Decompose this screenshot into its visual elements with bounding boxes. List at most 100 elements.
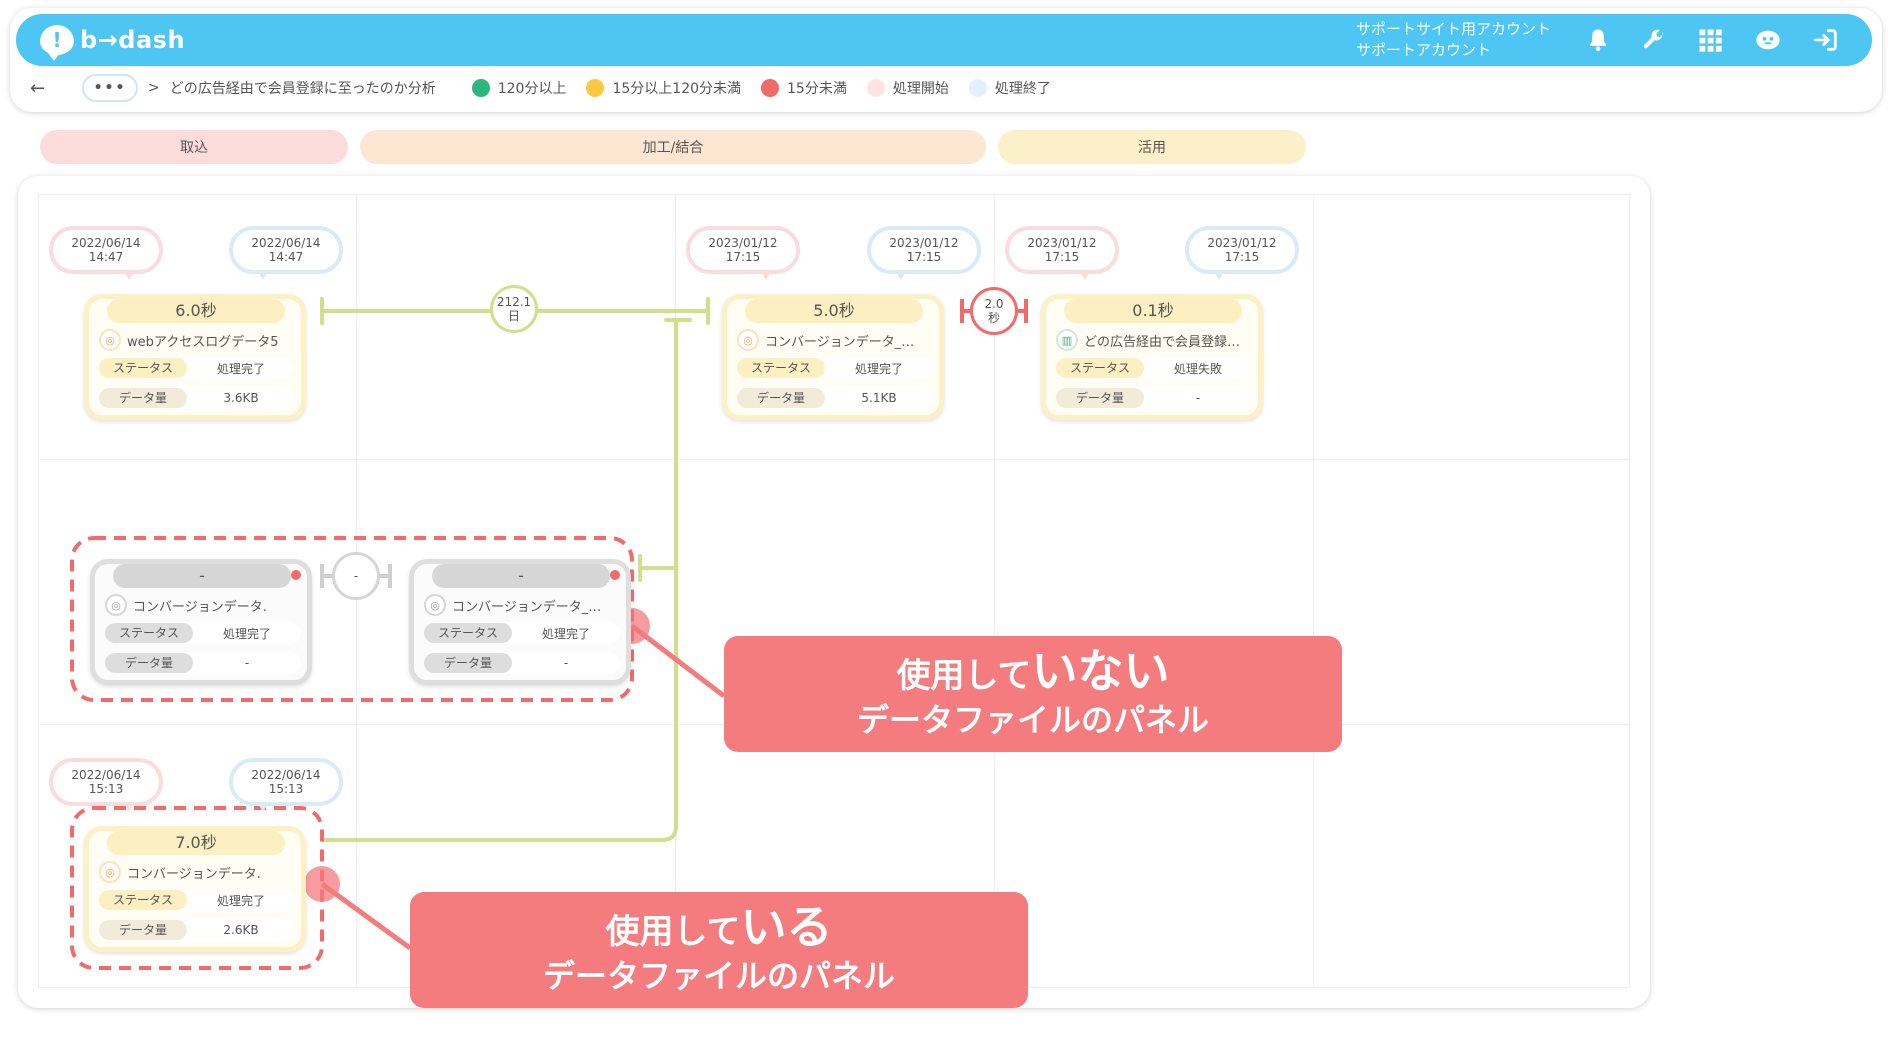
data-file-icon: ◎ (424, 594, 446, 616)
connector-unit: 日 (507, 309, 520, 323)
breadcrumb: ← ••• > どの広告経由で会員登録に至ったのか分析 120分以上 15分以上… (30, 72, 1065, 104)
legend-item: 15分以上120分未満 (586, 78, 741, 98)
status-value: 処理完了 (854, 361, 903, 376)
legend-dot-icon (866, 79, 885, 97)
bell-icon[interactable] (1582, 24, 1614, 56)
callout-text: 使用して (896, 656, 1032, 696)
time-text: 14:47 (88, 250, 124, 264)
size-row: データ量- (1056, 387, 1252, 409)
data-file-icon: ◎ (99, 861, 121, 883)
date-text: 2022/06/14 (251, 768, 321, 782)
size-value: 5.1KB (861, 391, 897, 405)
phase-import: 取込 (40, 130, 348, 164)
legend-dot-icon (761, 79, 780, 97)
breadcrumb-separator: > (148, 80, 160, 96)
size-label: データ量 (99, 388, 187, 408)
callout-emphasis: いる (740, 900, 833, 954)
chat-bot-icon[interactable] (1752, 24, 1784, 56)
size-value: - (244, 656, 250, 670)
account-info[interactable]: サポートサイト用アカウント サポートアカウント (1356, 19, 1551, 61)
logo-text: b→dash (80, 26, 186, 54)
data-file-panel[interactable]: 0.1秒 ▥どの広告経由で会員登録… ステータス処理失敗 データ量- (1041, 294, 1263, 420)
back-arrow-icon[interactable]: ← (30, 77, 46, 99)
callout-emphasis: いない (1031, 644, 1170, 698)
panel-name: ◎ コンバージョンデータ_… (424, 594, 620, 616)
legend-item: 120分以上 (471, 78, 567, 98)
time-text: 15:13 (88, 782, 124, 796)
status-label: ステータス (1056, 358, 1144, 378)
unused-data-file-panel[interactable]: - ◎コンバージョンデータ_… ステータス処理完了 データ量- (409, 559, 631, 685)
legend-dot-icon (968, 79, 987, 97)
date-text: 2022/06/14 (71, 236, 141, 250)
file-name: コンバージョンデータ_… (452, 599, 602, 615)
panel-name: ◎ コンバージョンデータ_… (737, 329, 933, 351)
status-label: ステータス (99, 890, 187, 910)
size-value: - (563, 656, 569, 670)
logout-icon[interactable] (1810, 24, 1842, 56)
data-file-icon: ◎ (99, 329, 121, 351)
callout-text: データファイルのパネル (856, 701, 1209, 739)
breadcrumb-more-button[interactable]: ••• (82, 74, 138, 102)
data-file-panel[interactable]: 6.0秒 ◎ webアクセスログデータ5 ステータス処理完了 データ量 3.6KB (84, 294, 306, 420)
legend-dot-icon (586, 79, 605, 97)
time-text: 15:13 (268, 782, 304, 796)
time-text: 17:15 (906, 250, 942, 264)
page-title: どの広告経由で会員登録に至ったのか分析 (169, 81, 436, 97)
unused-data-file-panel[interactable]: - ◎コンバージョンデータ. ステータス処理完了 データ量- (90, 559, 312, 685)
error-indicator-icon (610, 570, 620, 580)
data-file-icon: ◎ (737, 329, 759, 351)
status-label: ステータス (737, 358, 825, 378)
top-bar: ! b→dash サポートサイト用アカウント サポートアカウント (16, 14, 1872, 66)
status-label: ステータス (105, 623, 193, 643)
connector-value: 212.1 (496, 295, 532, 309)
bdash-logo[interactable]: ! b→dash (40, 22, 186, 61)
callout-used-panels: 使用している データファイルのパネル (410, 892, 1028, 1008)
legend-label: 処理開始 (892, 81, 949, 97)
processing-time: 6.0秒 (107, 299, 285, 323)
file-name: コンバージョンデータ. (127, 866, 261, 882)
grid-line (1313, 194, 1314, 988)
processing-time: 0.1秒 (1064, 299, 1242, 323)
size-value: 2.6KB (223, 923, 259, 937)
size-value: 3.6KB (223, 391, 259, 405)
status-value: 処理完了 (541, 626, 590, 641)
date-text: 2023/01/12 (889, 236, 959, 250)
file-name: webアクセスログデータ5 (127, 334, 279, 350)
panel-name: ◎ コンバージョンデータ. (99, 861, 295, 883)
wrench-icon[interactable] (1638, 24, 1670, 56)
date-text: 2022/06/14 (251, 236, 321, 250)
grid-icon[interactable] (1694, 24, 1726, 56)
panel-name: ◎コンバージョンデータ. (105, 594, 301, 616)
file-name: コンバージョンデータ_… (765, 334, 915, 350)
connector-duration: 212.1 日 (490, 285, 538, 333)
status-value: 処理完了 (222, 626, 271, 641)
connector-value: - (353, 569, 359, 583)
grid-line (38, 459, 1630, 460)
legend-label: 処理終了 (994, 81, 1051, 97)
size-label: データ量 (424, 653, 512, 673)
status-row: ステータス処理完了 (99, 357, 295, 379)
logo-mark-icon: ! (40, 25, 74, 61)
callout-text: 使用して (605, 912, 741, 952)
size-label: データ量 (105, 653, 193, 673)
size-row: データ量 - (424, 652, 620, 674)
legend-label: 120分以上 (497, 81, 567, 97)
account-line-2: サポートアカウント (1356, 41, 1492, 59)
error-indicator-icon (291, 570, 301, 580)
callout-text: データファイルのパネル (542, 957, 895, 995)
date-text: 2022/06/14 (71, 768, 141, 782)
legend-item: 15分未満 (761, 78, 847, 98)
time-text: 17:15 (1224, 250, 1260, 264)
status-legend: 120分以上 15分以上120分未満 15分未満 処理開始 処理終了 (471, 78, 1065, 98)
